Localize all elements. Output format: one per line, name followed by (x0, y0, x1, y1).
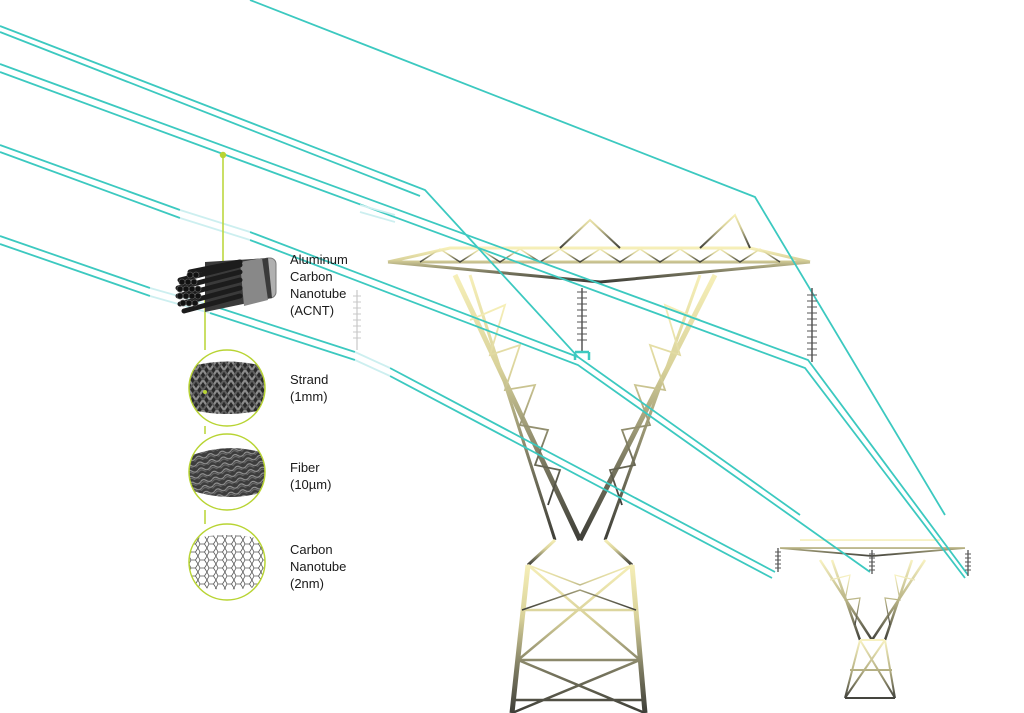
label-cnt-line2: Nanotube (290, 559, 347, 574)
label-fiber: Fiber (10µm) (290, 459, 331, 493)
label-cnt-line3: (2nm) (290, 576, 324, 591)
nanotube-lattice-icon (188, 523, 266, 601)
label-acnt-line4: (ACNT) (290, 303, 335, 318)
label-acnt: Aluminum Carbon Nanotube (ACNT) (290, 251, 348, 319)
label-acnt-line2: Carbon (290, 269, 333, 284)
label-strand: Strand (1mm) (290, 371, 328, 405)
insulator-center (573, 288, 591, 360)
strand-braid-icon (188, 349, 266, 427)
label-carbon-nanotube: Carbon Nanotube (2nm) (290, 541, 346, 592)
transmission-tower-large (387, 213, 811, 713)
fiber-twist-icon (188, 433, 266, 511)
label-strand-line1: Strand (290, 372, 329, 387)
label-fiber-line2: (10µm) (290, 477, 332, 492)
insulator-right (807, 288, 817, 362)
label-acnt-line3: Nanotube (290, 286, 347, 301)
insulators (353, 288, 971, 576)
cable-bundle-icon (175, 257, 277, 314)
label-acnt-line1: Aluminum (290, 252, 348, 267)
insulator-left-faded (353, 290, 361, 350)
insulators-small-tower (775, 548, 971, 576)
label-cnt-line1: Carbon (290, 542, 333, 557)
power-wires (0, 0, 969, 579)
label-fiber-line1: Fiber (290, 460, 320, 475)
label-strand-line2: (1mm) (290, 389, 328, 404)
